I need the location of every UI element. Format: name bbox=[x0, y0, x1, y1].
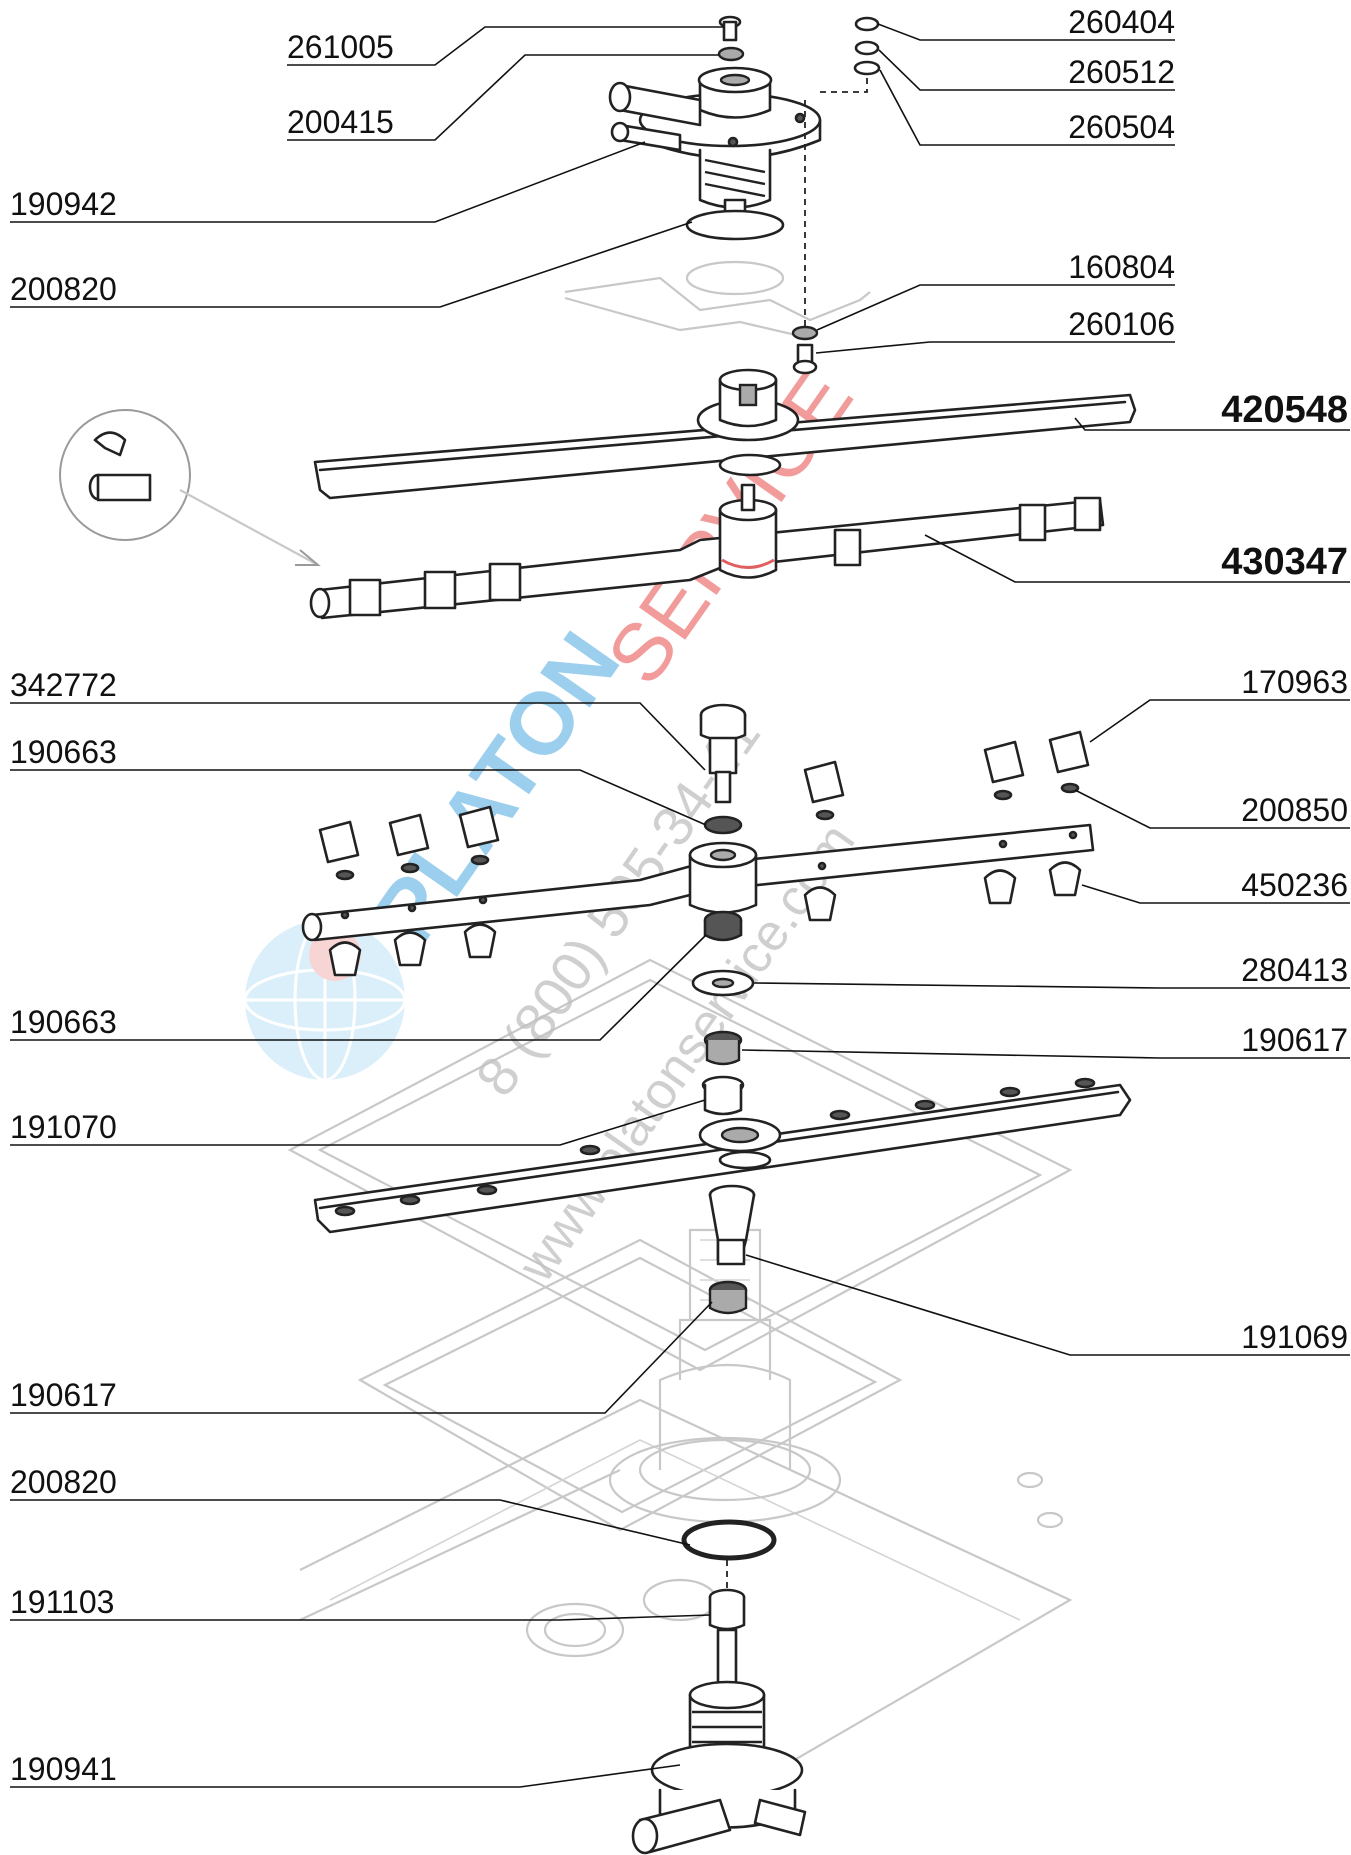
part-label-191069: 191069 bbox=[1241, 1319, 1348, 1355]
part-label-260404: 260404 bbox=[1068, 4, 1175, 40]
lower-spray-arm-part bbox=[313, 1077, 1132, 1234]
feed-tube-191069-part bbox=[708, 1184, 756, 1266]
bushing-190663-top-part bbox=[703, 815, 743, 835]
part-label-190617-bottom: 190617 bbox=[10, 1377, 117, 1413]
part-label-260512: 260512 bbox=[1068, 54, 1175, 90]
bushing-190617-top-part bbox=[703, 1030, 743, 1066]
part-labels: 261005 200415 190942 200820 260404 26051… bbox=[10, 4, 1348, 1787]
screw-261005-part bbox=[718, 15, 742, 42]
upper-feed-hub-part bbox=[608, 66, 822, 237]
upper-spray-arm-part bbox=[313, 368, 1137, 500]
part-label-200415: 200415 bbox=[287, 104, 394, 140]
part-label-261005: 261005 bbox=[287, 29, 394, 65]
part-label-430347: 430347 bbox=[1221, 541, 1348, 583]
spacer-191103-part bbox=[708, 1560, 746, 1631]
part-label-190663-bottom: 190663 bbox=[10, 1004, 117, 1040]
bushing-190663-bottom-part bbox=[703, 910, 743, 942]
upper-spray-tube-part bbox=[309, 483, 1105, 620]
washer-200415-part bbox=[717, 46, 745, 62]
part-label-191070: 191070 bbox=[10, 1109, 117, 1145]
clip-detail-icon bbox=[59, 409, 321, 566]
bolt-260106-part bbox=[792, 343, 818, 375]
part-label-260504: 260504 bbox=[1068, 109, 1175, 145]
washer-280413-part bbox=[691, 969, 755, 997]
part-label-200850: 200850 bbox=[1241, 792, 1348, 828]
part-label-190663-top: 190663 bbox=[10, 734, 117, 770]
fastener-stack-part bbox=[804, 16, 881, 330]
part-label-420548: 420548 bbox=[1221, 389, 1348, 431]
middle-spray-tube-part bbox=[301, 823, 1095, 942]
part-label-280413: 280413 bbox=[1241, 952, 1348, 988]
bushing-191070-part bbox=[701, 1075, 745, 1116]
part-label-160804: 160804 bbox=[1068, 249, 1175, 285]
part-label-260106: 260106 bbox=[1068, 306, 1175, 342]
part-label-190942: 190942 bbox=[10, 186, 117, 222]
thumb-screw-342772-part bbox=[699, 703, 747, 804]
lower-feed-hub-part bbox=[631, 1628, 807, 1855]
o-ring-200820-top-part bbox=[685, 209, 785, 241]
washer-160804-part bbox=[791, 325, 819, 341]
part-label-200820-bottom: 200820 bbox=[10, 1464, 117, 1500]
part-label-190617-top: 190617 bbox=[1241, 1022, 1348, 1058]
bushing-190617-bottom-part bbox=[708, 1280, 748, 1315]
part-label-170963: 170963 bbox=[1241, 664, 1348, 700]
part-label-190941: 190941 bbox=[10, 1751, 117, 1787]
leader-lines bbox=[10, 23, 1350, 1788]
part-label-200820-top: 200820 bbox=[10, 271, 117, 307]
part-label-342772: 342772 bbox=[10, 667, 117, 703]
o-ring-200820-bottom-part bbox=[681, 1519, 777, 1561]
nozzle-clips-part bbox=[318, 730, 1090, 977]
part-label-450236: 450236 bbox=[1241, 867, 1348, 903]
globe-logo-icon bbox=[243, 918, 407, 1082]
part-label-191103: 191103 bbox=[10, 1584, 114, 1620]
